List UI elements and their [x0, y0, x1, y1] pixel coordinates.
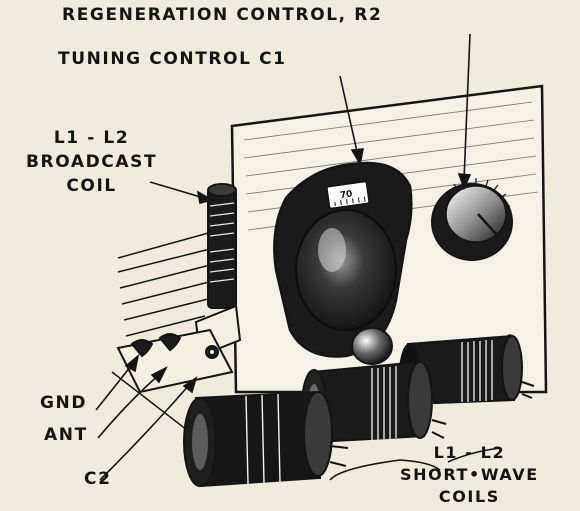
- dial-scale-reading: 70: [339, 189, 353, 201]
- label-tuning-control: TUNING CONTROL C1: [58, 49, 287, 69]
- tuning-dial: 70: [273, 161, 413, 358]
- label-broadcast-coil: L1 - L2 BROADCAST COIL: [26, 126, 157, 198]
- broadcast-coil: [207, 183, 237, 309]
- terminal-strip: [116, 304, 242, 394]
- leader-lines: [95, 33, 501, 481]
- label-regeneration-control: REGENERATION CONTROL, R2: [62, 5, 383, 25]
- regeneration-knob: [431, 178, 513, 261]
- label-broadcast-coil-line1: L1 - L2: [53, 128, 130, 148]
- label-broadcast-coil-line3: COIL: [66, 176, 117, 196]
- label-broadcast-coil-line2: BROADCAST: [26, 152, 158, 172]
- label-shortwave-coils: L1 - L2 SHORT•WAVE COILS: [400, 442, 539, 508]
- label-gnd: GND: [40, 393, 88, 413]
- vacuum-tube: [351, 327, 393, 365]
- shortwave-coil-front: [183, 381, 535, 488]
- label-shortwave-line2: SHORT•WAVE: [400, 465, 539, 484]
- label-c2: C2: [84, 469, 112, 489]
- label-shortwave-line3: COILS: [438, 487, 500, 506]
- label-ant: ANT: [44, 425, 88, 445]
- label-shortwave-line1: L1 - L2: [433, 443, 506, 462]
